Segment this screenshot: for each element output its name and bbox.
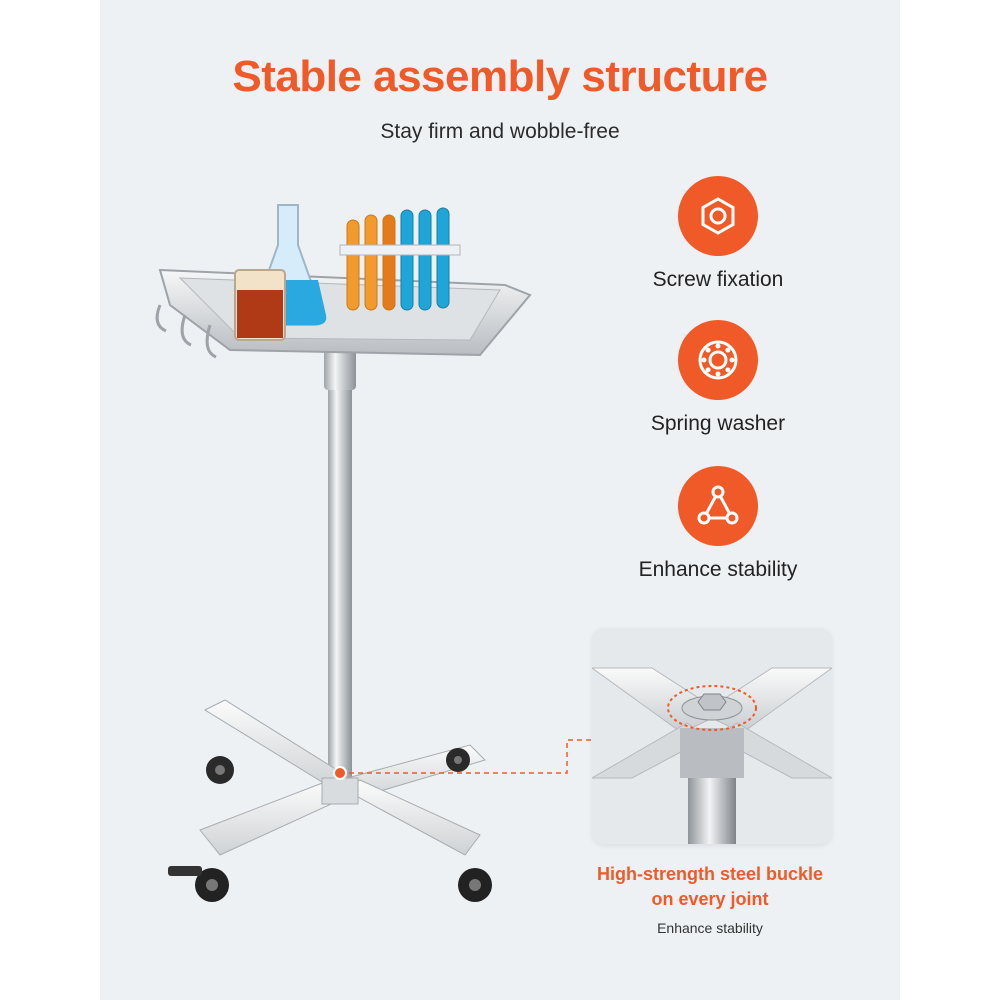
feature-spring-washer: Spring washer: [618, 320, 818, 436]
detail-caption: Enhance stability: [657, 920, 763, 936]
spring-washer-icon: [678, 320, 758, 400]
triangle-nodes-icon: [678, 466, 758, 546]
tray-hooks: [155, 304, 217, 359]
mayo-stand-image: [155, 204, 532, 902]
feature-label: Enhance stability: [638, 558, 798, 581]
test-tubes: [339, 207, 461, 311]
base-leg-front-left: [199, 781, 341, 856]
detail-title-line-1: High-strength steel buckle: [596, 864, 824, 884]
feature-screw-fixation: Screw fixation: [618, 176, 818, 292]
detail-title: High-strength steel buckle on every join…: [560, 862, 860, 912]
page-title: Stable assembly structure: [232, 52, 768, 101]
hex-nut-icon: [678, 176, 758, 256]
detail-title-line-2: on every joint: [651, 889, 769, 909]
page-subtitle: Stay firm and wobble-free: [380, 120, 620, 143]
feature-label: Screw fixation: [652, 268, 784, 291]
base-leg-front-right: [344, 779, 481, 856]
base-hub: [321, 777, 359, 805]
feature-label: Spring washer: [650, 412, 786, 435]
feature-enhance-stability: Enhance stability: [618, 466, 818, 582]
joint-detail-image: [592, 628, 832, 844]
stand-pole: [328, 340, 352, 800]
